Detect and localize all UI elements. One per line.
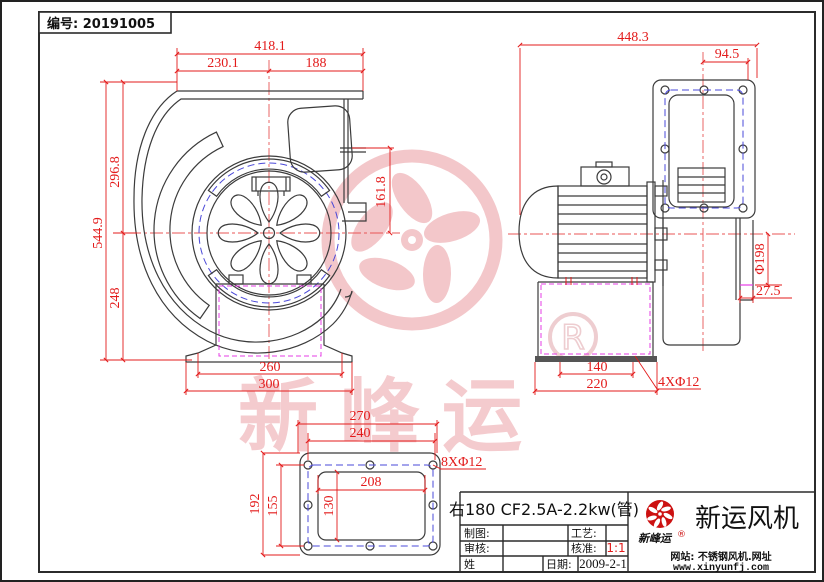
dim-flange-bolt-height: 155 bbox=[266, 496, 281, 517]
side-scroll-housing bbox=[662, 218, 754, 346]
brand-logo bbox=[646, 500, 674, 528]
dim-flange-opening-width: 208 bbox=[361, 475, 382, 490]
scale-value: 1:1 bbox=[606, 541, 625, 555]
side-base bbox=[535, 277, 657, 362]
watermark-r-letter: R bbox=[561, 318, 585, 358]
watermark-fan-logo bbox=[321, 149, 503, 331]
process-label: 工艺: bbox=[571, 527, 597, 540]
title-block: 右180 CF2.5A-2.2kw(管) 制图: 工艺: 审核: 核准: 1:1… bbox=[449, 491, 815, 574]
dim-flange-outer-width: 270 bbox=[350, 409, 371, 424]
side-outlet-flange bbox=[652, 79, 756, 219]
brand-name: 新运风机 bbox=[695, 504, 799, 534]
flange-dimension-labels: 270 240 8XΦ12 208 130 192 155 bbox=[248, 409, 482, 517]
drafted-label: 制图: bbox=[464, 527, 490, 540]
model-designation: 右180 CF2.5A-2.2kw(管) bbox=[449, 500, 639, 519]
name-label: 姓 bbox=[464, 557, 475, 571]
side-dimension-lines bbox=[517, 42, 792, 395]
dim-flange-holes: 8XΦ12 bbox=[441, 455, 482, 470]
dim-side-flange-width: 94.5 bbox=[715, 47, 740, 62]
serial-number: 编号: 20191005 bbox=[47, 16, 155, 32]
dim-side-total-width: 448.3 bbox=[617, 30, 649, 45]
front-base-phantom bbox=[218, 285, 322, 357]
front-bolt-circle bbox=[198, 162, 340, 304]
side-flange-bolt-line bbox=[664, 89, 744, 209]
front-impeller bbox=[191, 155, 347, 311]
front-dimension-labels: 418.1 230.1 188 544.9 296.8 248 161.8 26… bbox=[91, 39, 389, 392]
dim-flange-opening-height: 130 bbox=[322, 496, 337, 517]
dim-side-base-hole-spacing: 140 bbox=[587, 360, 608, 375]
dim-front-left-width: 230.1 bbox=[207, 56, 239, 71]
front-view: 418.1 230.1 188 544.9 296.8 248 161.8 26… bbox=[91, 39, 400, 395]
dim-side-inlet-depth: 27.5 bbox=[756, 284, 781, 299]
dim-side-inlet-diameter: Φ198 bbox=[753, 243, 768, 274]
front-base bbox=[185, 274, 353, 363]
side-centerlines bbox=[508, 52, 795, 352]
reg-mark: ® bbox=[677, 530, 686, 540]
date-value: 2009-2-1 bbox=[579, 556, 627, 571]
website-line: 网站: 不锈钢风机.网址 bbox=[670, 550, 771, 563]
dim-front-right-width: 188 bbox=[306, 56, 327, 71]
dim-front-total-width: 418.1 bbox=[254, 39, 286, 54]
watermark-registered-mark: R bbox=[548, 312, 598, 362]
dim-flange-outer-height: 192 bbox=[248, 494, 263, 515]
flange-plates bbox=[299, 452, 441, 556]
watermark-layer: R 新峰运 bbox=[238, 149, 598, 463]
dim-front-base-width: 300 bbox=[259, 377, 280, 392]
date-label: 日期: bbox=[546, 558, 572, 571]
website-url: www.xinyunfj.com bbox=[673, 562, 769, 574]
front-motor-box bbox=[251, 176, 291, 192]
serial-box: 编号: 20191005 bbox=[38, 11, 172, 34]
flange-dimension-lines bbox=[260, 420, 486, 558]
side-view: 448.3 94.5 Φ198 27.5 140 220 4XΦ12 bbox=[508, 30, 795, 395]
dim-front-upper-height: 296.8 bbox=[108, 156, 123, 188]
brand-sub-text: 新峰运 bbox=[638, 532, 673, 545]
side-dimension-labels: 448.3 94.5 Φ198 27.5 140 220 4XΦ12 bbox=[587, 30, 781, 392]
outlet-flange-view: 270 240 8XΦ12 208 130 192 155 bbox=[248, 409, 486, 558]
watermark-brand-text: 新峰运 bbox=[238, 370, 544, 463]
approved-label: 核准: bbox=[571, 541, 597, 555]
front-dimension-lines bbox=[100, 48, 394, 395]
flange-bolt-line bbox=[307, 464, 434, 547]
dim-front-lower-height: 248 bbox=[108, 288, 123, 309]
dim-front-feet-span: 260 bbox=[260, 360, 281, 375]
dim-flange-bolt-width: 240 bbox=[350, 426, 371, 441]
side-motor bbox=[518, 161, 668, 286]
checked-label: 审核: bbox=[464, 541, 490, 555]
dim-side-base-width: 220 bbox=[587, 377, 608, 392]
dim-front-total-height: 544.9 bbox=[91, 217, 106, 249]
dim-front-outlet-height: 161.8 bbox=[374, 176, 389, 208]
dim-side-base-holes: 4XΦ12 bbox=[658, 375, 699, 390]
